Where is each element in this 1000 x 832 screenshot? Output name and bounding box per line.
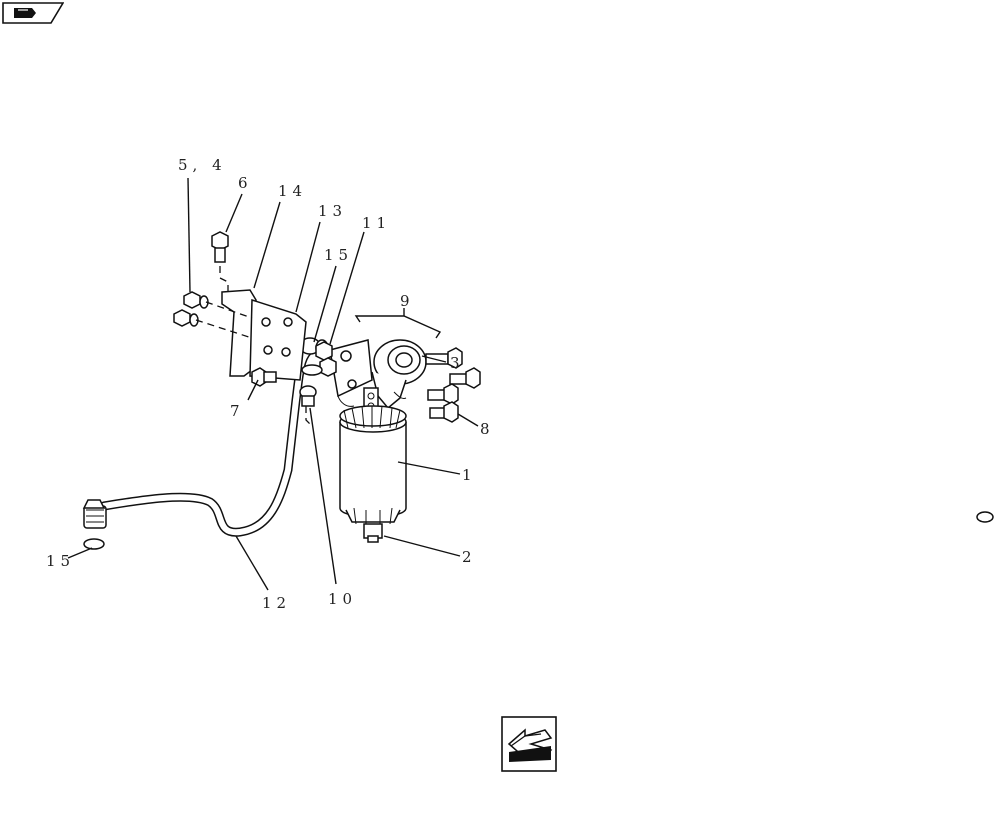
fitting-10 [299,385,317,427]
callout-12: 12 [262,594,291,612]
mounting-bracket [221,289,307,381]
bolt-3 [425,347,481,389]
callout-6: 6 [238,174,253,192]
callout-2: 2 [462,548,477,566]
callout-1: 1 [462,466,477,484]
filter-head [329,339,427,415]
back-arrow-icon [501,716,557,772]
back-arrow-button[interactable] [501,716,557,772]
callout-14: 14 [278,182,307,200]
callout-8: 8 [480,420,495,438]
bolt-8 [427,383,459,423]
callout-7: 7 [230,402,245,420]
callout-13: 13 [318,202,347,220]
book-forward-button[interactable] [2,2,65,24]
filter-element [339,405,407,543]
bolt-6 [211,231,229,296]
callout-5-4: 5, 4 [178,156,227,174]
leader-lines [67,177,479,591]
book-forward-icon [2,2,65,24]
callout-10: 10 [328,590,357,608]
o-ring-top [301,364,323,376]
callout-11: 11 [362,214,391,232]
callout-15-left: 15 [46,552,75,570]
bolt-7 [251,367,277,387]
callout-9: 9 [400,292,415,310]
o-ring-detail [976,511,994,523]
nut-11 [315,341,337,377]
callout-15-top: 15 [324,246,353,264]
callout-3: 3 [450,354,465,372]
nut-washer-set [173,291,253,339]
